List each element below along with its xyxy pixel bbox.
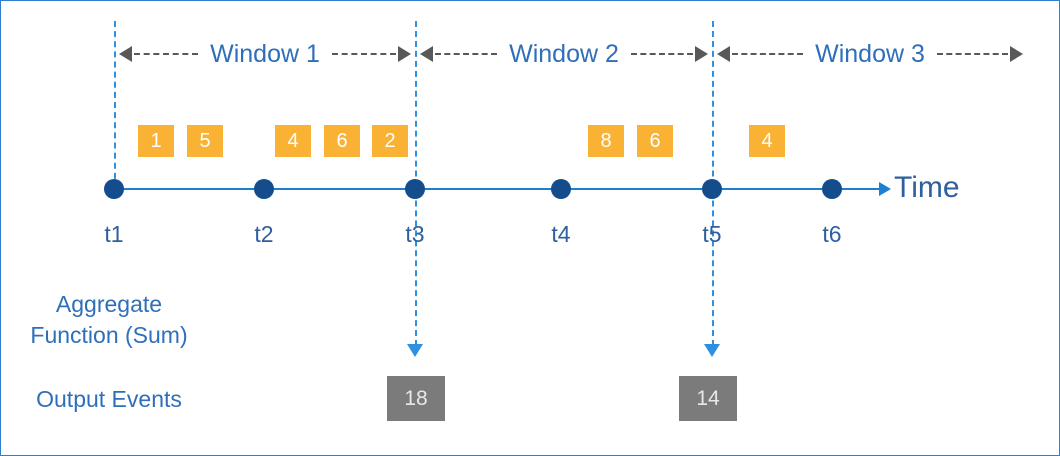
window-span-1: Window 1 [119, 39, 412, 68]
arrow-left-icon [119, 46, 132, 62]
dash-segment [936, 53, 1009, 55]
dash-segment [732, 53, 804, 55]
time-axis-label: Time [894, 171, 960, 204]
event-box: 2 [372, 125, 408, 157]
output-events-caption: Output Events [36, 386, 182, 412]
arrow-left-icon [420, 46, 433, 62]
output-event-box: 18 [387, 376, 445, 421]
arrow-right-icon [398, 46, 412, 62]
dash-segment [435, 53, 498, 55]
window-label-3: Window 3 [815, 39, 925, 68]
timeline-dot-t1 [104, 179, 124, 199]
timeline-dot-t4 [551, 179, 571, 199]
dash-segment [331, 53, 397, 55]
timeline-dot-t5 [702, 179, 722, 199]
dash-segment [630, 53, 694, 55]
event-box: 8 [588, 125, 624, 157]
aggregate-function-caption: Aggregate Function (Sum) [30, 291, 188, 349]
timeline-label-t1: t1 [104, 221, 124, 247]
timeline-axis [114, 188, 884, 190]
event-box: 4 [275, 125, 311, 157]
output-event-box: 14 [679, 376, 737, 421]
dash-segment [134, 53, 199, 55]
timeline-dot-t2 [254, 179, 274, 199]
timeline-dot-t3 [405, 179, 425, 199]
timeline-arrow-icon [879, 182, 891, 196]
event-box: 4 [749, 125, 785, 157]
window-label-1: Window 1 [210, 39, 320, 68]
timeline-dot-t6 [822, 179, 842, 199]
timeline-label-t2: t2 [254, 221, 274, 247]
arrow-right-icon [1010, 46, 1024, 62]
window-span-3: Window 3 [717, 39, 1024, 68]
boundary-arrow-t3 [407, 344, 423, 357]
timeline-label-t5: t5 [702, 221, 722, 247]
event-box: 6 [637, 125, 673, 157]
event-box: 6 [324, 125, 360, 157]
boundary-arrow-t5 [704, 344, 720, 357]
arrow-right-icon [695, 46, 709, 62]
event-box: 5 [187, 125, 223, 157]
arrow-left-icon [717, 46, 730, 62]
boundary-line-t1 [114, 21, 116, 189]
event-box: 1 [138, 125, 174, 157]
timeline-label-t6: t6 [822, 221, 842, 247]
window-label-2: Window 2 [509, 39, 619, 68]
window-span-2: Window 2 [420, 39, 709, 68]
timeline-label-t4: t4 [551, 221, 571, 247]
timeline-label-t3: t3 [405, 221, 425, 247]
